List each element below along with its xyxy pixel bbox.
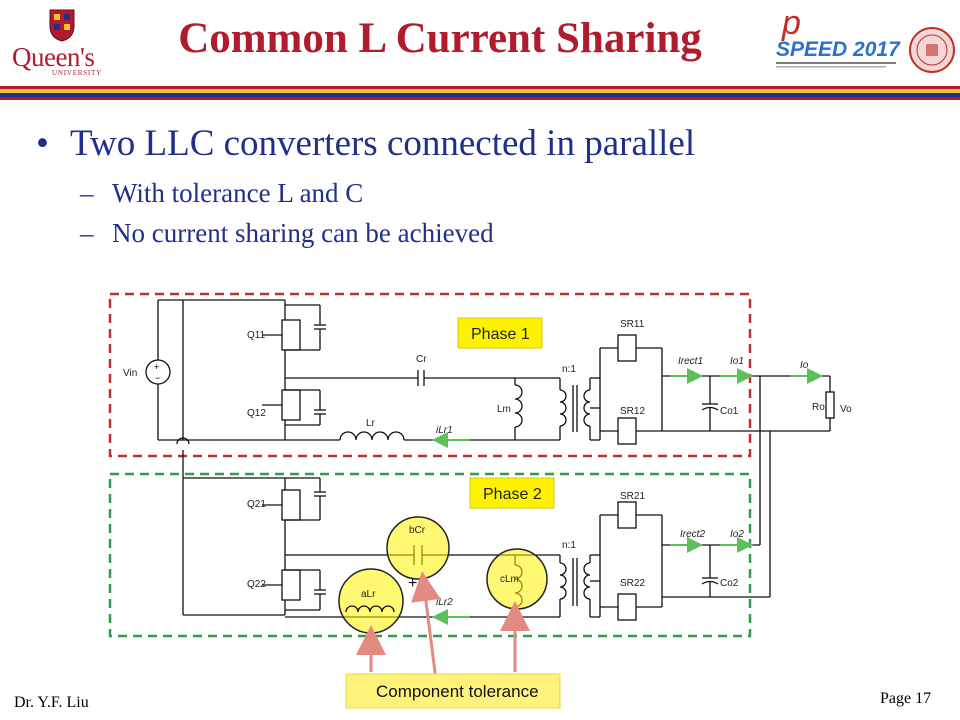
bullet-main: •Two LLC converters connected in paralle… [36,123,696,164]
page-title: Common L Current Sharing [178,15,702,62]
sr12-label: SR12 [620,406,645,417]
footer-author: Dr. Y.F. Liu [14,694,89,711]
sub-bullet-1: –With tolerance L and C [80,178,364,208]
sr21-label: SR21 [620,491,645,502]
phase2-label: Phase 2 [483,486,542,503]
n1-label-1: n:1 [562,364,576,375]
ilr2-label: iLr2 [436,597,453,608]
q21-label: Q21 [247,499,266,510]
component-tolerance-box [345,673,561,709]
phase1-label: Phase 1 [471,326,530,343]
ro-label: Ro [812,402,825,413]
ilr1-label: iLr1 [436,425,453,436]
vin-label: Vin [123,368,137,379]
sr22-label: SR22 [620,578,645,589]
lm-label: Lm [497,404,511,415]
bullet-main-text: Two LLC converters connected in parallel [70,123,696,164]
lr-label: Lr [366,418,376,429]
svg-text:p: p [781,4,801,42]
sub-bullet-1-text: With tolerance L and C [112,178,364,208]
n1-label-2: n:1 [562,540,576,551]
alr-highlight [338,568,404,634]
bcr-label: bCr [409,525,426,536]
phase1-box [108,292,752,458]
clm-label: cLm [500,574,519,585]
q22-label: Q22 [247,579,266,590]
conference-logo-text: SPEED 2017 [776,38,901,61]
q12-label: Q12 [247,408,266,419]
co1-label: Co1 [720,406,739,417]
queens-university-logo: Queen's UNIVERSITY [8,6,118,78]
svg-text:−: − [155,373,160,383]
crest-icon [49,9,75,42]
sr11-label: SR11 [620,319,645,330]
phase2-box [108,472,752,638]
io2-label: Io2 [730,529,744,540]
header-band-blue [0,93,960,97]
footer-page: Page 17 [880,690,932,707]
sub-bullet-2: –No current sharing can be achieved [80,218,494,248]
sub-bullet-2-text: No current sharing can be achieved [112,218,494,248]
svg-text:+: + [408,575,417,592]
speed-2017-logo: p SPEED 2017 [776,4,955,73]
component-tolerance-label: Component tolerance [376,682,539,701]
io1-label: Io1 [730,356,744,367]
alr-label: aLr [361,589,376,600]
header-band-red [0,86,960,89]
vin-source-icon [145,359,171,385]
svg-text:+: + [154,362,159,372]
q11-label: Q11 [247,330,266,341]
co2-label: Co2 [720,578,739,589]
header-band-gold [0,89,960,93]
university-sub: UNIVERSITY [52,69,102,77]
cr-label: Cr [416,354,427,365]
header-band-red2 [0,97,960,100]
io-label: Io [800,360,809,371]
vo-label: Vo [840,404,852,415]
irect2-label: Irect2 [680,529,705,540]
university-name: Queen's [12,42,95,72]
irect1-label: Irect1 [678,356,703,367]
